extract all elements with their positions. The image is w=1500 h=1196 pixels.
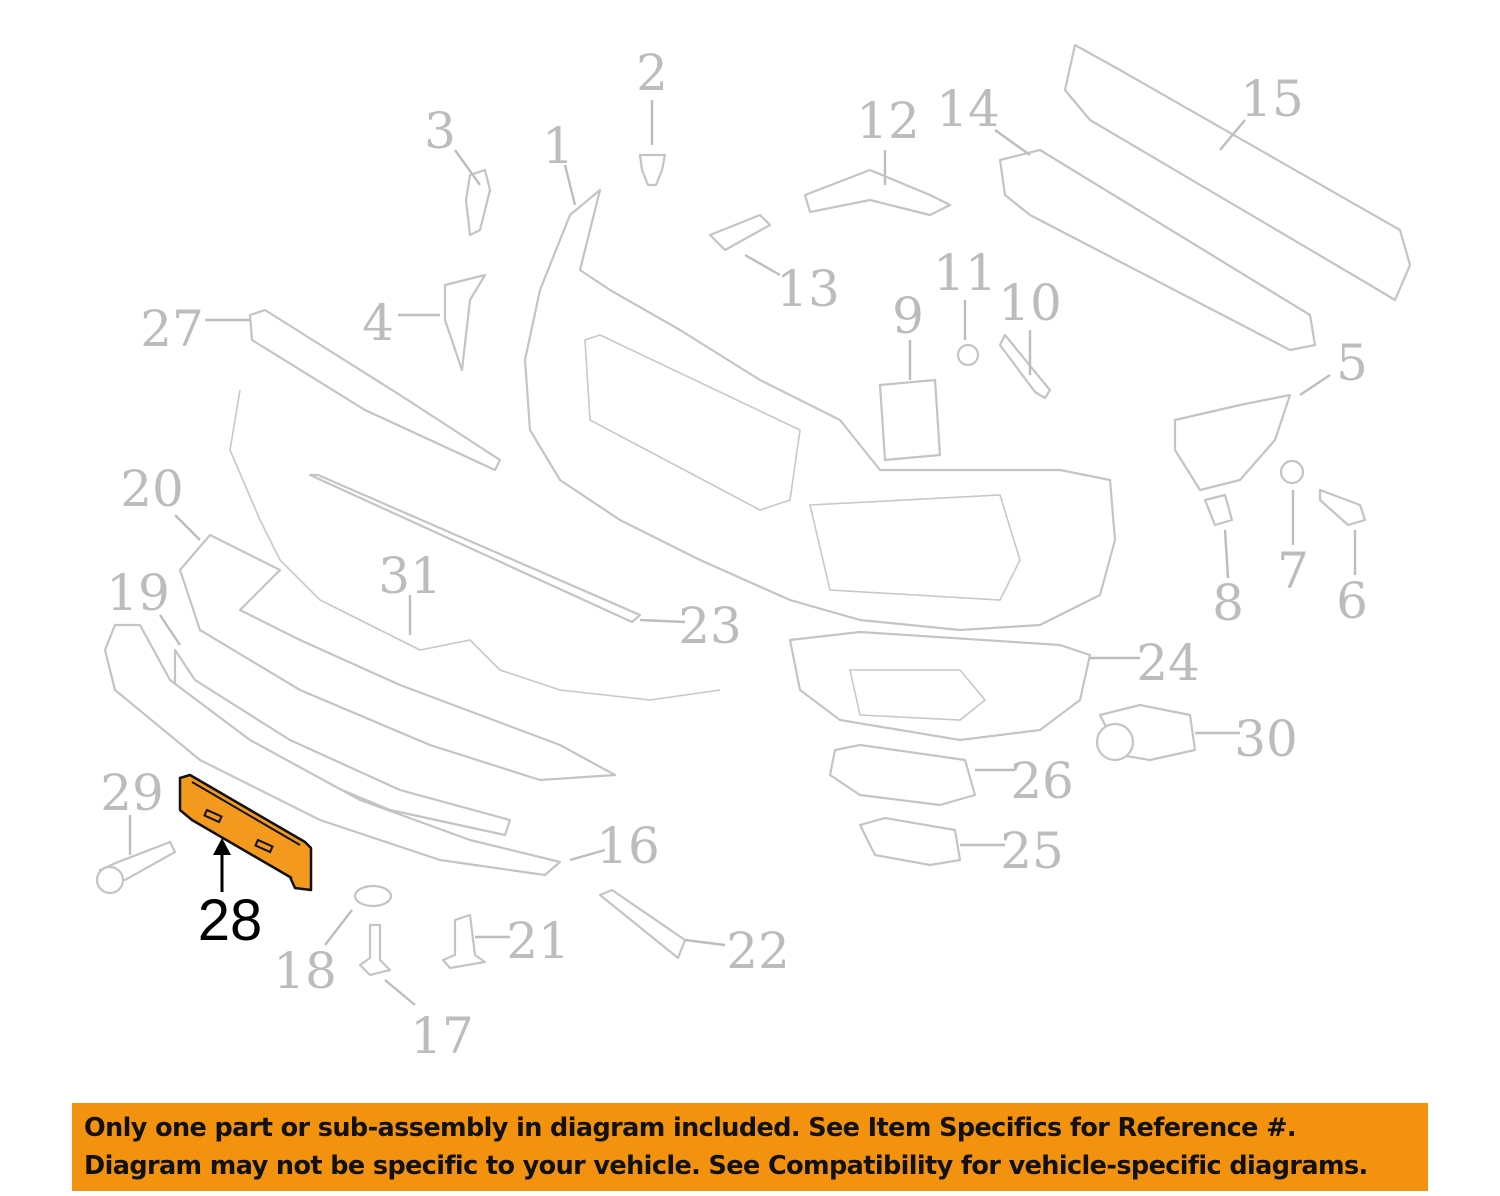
part-31-harness[interactable] xyxy=(229,389,721,701)
part-15-reinforcement[interactable] xyxy=(1063,43,1412,302)
disclaimer-banner: Only one part or sub-assembly in diagram… xyxy=(72,1103,1428,1191)
part-12-bracket[interactable] xyxy=(803,168,952,217)
callout-17: 17 xyxy=(410,1007,474,1065)
callout-5: 5 xyxy=(1336,334,1368,392)
callout-30: 30 xyxy=(1234,710,1298,768)
callout-9: 9 xyxy=(892,287,924,345)
disclaimer-line-1: Only one part or sub-assembly in diagram… xyxy=(84,1113,1297,1143)
part-24-cover[interactable] xyxy=(788,630,1092,742)
callout-23: 23 xyxy=(678,597,742,655)
callout-1: 1 xyxy=(542,117,574,175)
callout-7: 7 xyxy=(1277,542,1309,600)
callout-8: 8 xyxy=(1212,574,1244,632)
part-16-lower-trim[interactable] xyxy=(103,623,562,877)
leader-lines xyxy=(128,100,1357,1006)
callout-21: 21 xyxy=(506,912,570,970)
callout-28-highlighted: 28 xyxy=(198,888,263,953)
callout-29: 29 xyxy=(100,764,164,822)
callout-24: 24 xyxy=(1136,634,1200,692)
part-5-bracket[interactable] xyxy=(1173,393,1292,492)
callout-11: 11 xyxy=(933,244,997,302)
callout-16: 16 xyxy=(596,817,660,875)
callout-31: 31 xyxy=(378,547,442,605)
callout-26: 26 xyxy=(1010,752,1074,810)
part-14-absorber[interactable] xyxy=(998,148,1317,352)
callout-27: 27 xyxy=(140,300,204,358)
callout-2: 2 xyxy=(636,44,668,102)
callout-25: 25 xyxy=(1000,822,1064,880)
callout-14: 14 xyxy=(936,80,1000,138)
callout-22: 22 xyxy=(726,922,790,980)
callout-13: 13 xyxy=(776,260,840,318)
callout-15: 15 xyxy=(1240,70,1304,128)
callout-10: 10 xyxy=(998,274,1062,332)
disclaimer-line-2: Diagram may not be specific to your vehi… xyxy=(84,1151,1368,1181)
part-25-grille[interactable] xyxy=(858,816,962,867)
part-20-undertray[interactable] xyxy=(178,533,617,782)
callout-20: 20 xyxy=(120,460,184,518)
part-23-strip[interactable] xyxy=(308,473,642,624)
callout-3: 3 xyxy=(424,102,456,160)
part-27-grille[interactable] xyxy=(248,308,502,472)
part-9-guide[interactable] xyxy=(878,378,942,462)
callout-12: 12 xyxy=(856,92,920,150)
callout-4: 4 xyxy=(362,294,394,352)
callout-18: 18 xyxy=(273,942,337,1000)
part-1-bumper-cover[interactable] xyxy=(523,188,1117,632)
part-26-bezel[interactable] xyxy=(828,743,977,807)
part-28-highlighted[interactable] xyxy=(178,773,313,892)
callout-6: 6 xyxy=(1336,572,1368,630)
callout-19: 19 xyxy=(106,564,170,622)
